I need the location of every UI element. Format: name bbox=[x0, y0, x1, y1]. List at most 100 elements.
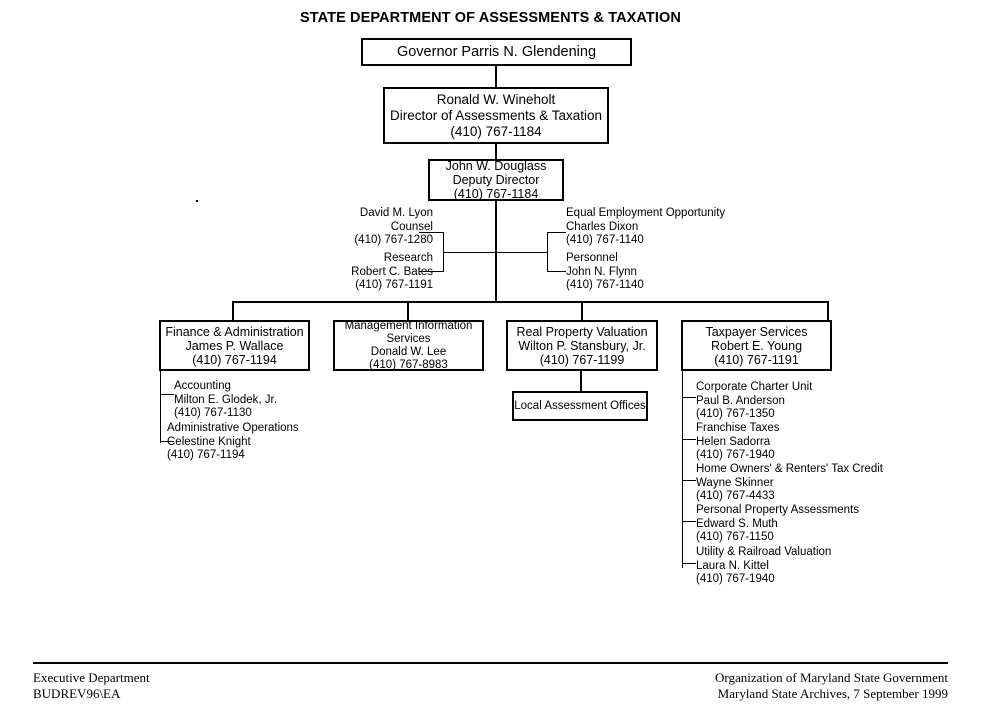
node-finance-line2: James P. Wallace bbox=[185, 338, 284, 353]
connector-right-bracket-to-spine bbox=[496, 252, 548, 253]
connector-left-research-stub bbox=[419, 271, 444, 272]
footer-right: Organization of Maryland State Governmen… bbox=[715, 670, 948, 702]
connector-bus-to-mis bbox=[407, 301, 409, 321]
connector-bus-to-realproperty bbox=[581, 301, 583, 321]
node-finance-administration[interactable]: Finance & Administration James P. Wallac… bbox=[159, 320, 310, 371]
node-director-line2: Director of Assessments & Taxation bbox=[389, 107, 603, 123]
staff-right-eeo[interactable]: Equal Employment Opportunity Charles Dix… bbox=[566, 207, 786, 248]
staff-right-eeo-phone: (410) 767-1140 bbox=[566, 234, 644, 246]
sub-unit-corporate-charter[interactable]: Corporate Charter Unit Paul B. Anderson … bbox=[696, 381, 812, 422]
staff-left-counsel[interactable]: David M. Lyon Counsel (410) 767-1280 bbox=[243, 207, 433, 248]
connector-taxpayer-corporate-stub bbox=[682, 397, 696, 398]
connector-governor-director bbox=[495, 66, 497, 87]
node-realproperty-line1: Real Property Valuation bbox=[516, 324, 648, 339]
sub-unit-adminops-person: Celestine Knight bbox=[167, 435, 251, 448]
connector-taxpayer-utility-stub bbox=[682, 563, 696, 564]
sub-unit-personalproperty-phone: (410) 767-1150 bbox=[696, 531, 774, 543]
sub-unit-corporate-person: Paul B. Anderson bbox=[696, 394, 785, 407]
connector-division-bus bbox=[232, 301, 828, 303]
staff-left-counsel-phone: (410) 767-1280 bbox=[354, 234, 433, 246]
sub-unit-franchise-taxes[interactable]: Franchise Taxes Helen Sadorra (410) 767-… bbox=[696, 422, 780, 463]
staff-right-eeo-title: Charles Dixon bbox=[566, 220, 639, 233]
node-taxpayer-line2: Robert E. Young bbox=[710, 338, 803, 353]
connector-taxpayer-homeowners-stub bbox=[682, 480, 696, 481]
connector-realproperty-local bbox=[580, 371, 582, 391]
footer-left-line2: BUDREV96\EA bbox=[33, 686, 121, 701]
connector-taxpayer-franchise-stub bbox=[682, 439, 696, 440]
connector-bus-to-finance bbox=[232, 301, 234, 321]
connector-finance-spine bbox=[160, 371, 161, 443]
staff-right-eeo-unit: Equal Employment Opportunity bbox=[566, 207, 726, 219]
node-taxpayer-line1: Taxpayer Services bbox=[705, 324, 808, 339]
connector-finance-accounting-stub bbox=[160, 394, 174, 395]
node-deputy-director[interactable]: John W. Douglass Deputy Director (410) 7… bbox=[428, 159, 564, 201]
staff-left-research-title: Robert C. Bates bbox=[351, 265, 433, 278]
connector-finance-adminops-stub bbox=[160, 441, 174, 442]
node-finance-line1: Finance & Administration bbox=[165, 324, 304, 339]
sub-unit-franchise-unit: Franchise Taxes bbox=[696, 422, 780, 434]
staff-right-personnel-unit: Personnel bbox=[566, 252, 618, 264]
footer-right-line1: Organization of Maryland State Governmen… bbox=[715, 670, 948, 685]
sub-unit-franchise-phone: (410) 767-1940 bbox=[696, 449, 775, 461]
connector-left-counsel-stub bbox=[419, 232, 444, 233]
footer-divider bbox=[33, 662, 948, 664]
sub-unit-franchise-person: Helen Sadorra bbox=[696, 435, 771, 448]
connector-taxpayer-personalproperty-stub bbox=[682, 521, 696, 522]
node-real-property-valuation[interactable]: Real Property Valuation Wilton P. Stansb… bbox=[506, 320, 658, 371]
staff-left-research[interactable]: Research Robert C. Bates (410) 767-1191 bbox=[243, 252, 433, 293]
connector-right-eeo-stub bbox=[547, 232, 566, 233]
connector-taxpayer-spine bbox=[682, 371, 683, 568]
staff-right-personnel-title: John N. Flynn bbox=[566, 265, 637, 278]
staff-right-personnel[interactable]: Personnel John N. Flynn (410) 767-1140 bbox=[566, 252, 786, 293]
connector-bus-to-taxpayer bbox=[827, 301, 829, 321]
sub-unit-homeowners-person: Wayne Skinner bbox=[696, 476, 774, 489]
sub-unit-home-owners-renters-tax-credit[interactable]: Home Owners' & Renters' Tax Credit Wayne… bbox=[696, 463, 883, 504]
node-local-assessment-offices[interactable]: Local Assessment Offices bbox=[512, 391, 648, 421]
node-taxpayer-line3: (410) 767-1191 bbox=[714, 352, 799, 367]
sub-unit-utility-person: Laura N. Kittel bbox=[696, 559, 769, 572]
connector-director-deputy bbox=[495, 144, 497, 160]
node-deputy-line1: John W. Douglass bbox=[445, 159, 547, 173]
sub-unit-utility-unit: Utility & Railroad Valuation bbox=[696, 546, 832, 558]
footer-left-line1: Executive Department bbox=[33, 670, 150, 685]
sub-unit-corporate-phone: (410) 767-1350 bbox=[696, 408, 775, 420]
node-director-line1: Ronald W. Wineholt bbox=[436, 91, 556, 107]
staff-left-research-unit: Research bbox=[383, 252, 433, 264]
sub-unit-personalproperty-person: Edward S. Muth bbox=[696, 517, 778, 530]
node-taxpayer-services[interactable]: Taxpayer Services Robert E. Young (410) … bbox=[681, 320, 832, 371]
node-mis-line2: Services bbox=[386, 332, 431, 345]
node-mis-line4: (410) 767-8983 bbox=[369, 358, 448, 371]
sub-unit-personal-property-assessments[interactable]: Personal Property Assessments Edward S. … bbox=[696, 504, 859, 545]
node-realproperty-line2: Wilton P. Stansbury, Jr. bbox=[518, 338, 646, 353]
node-director[interactable]: Ronald W. Wineholt Director of Assessmen… bbox=[383, 87, 609, 144]
node-mis-line3: Donald W. Lee bbox=[370, 345, 447, 358]
staff-right-personnel-phone: (410) 767-1140 bbox=[566, 279, 644, 291]
sub-unit-accounting-phone: (410) 767-1130 bbox=[174, 407, 252, 419]
sub-unit-adminops-phone: (410) 767-1194 bbox=[167, 449, 245, 461]
node-management-information-services[interactable]: Management Information Services Donald W… bbox=[333, 320, 484, 371]
sub-unit-administrative-operations[interactable]: Administrative Operations Celestine Knig… bbox=[167, 422, 299, 463]
sub-unit-corporate-unit: Corporate Charter Unit bbox=[696, 381, 813, 393]
node-governor[interactable]: Governor Parris N. Glendening bbox=[361, 38, 632, 66]
node-deputy-line3: (410) 767-1184 bbox=[453, 187, 539, 201]
staff-left-research-phone: (410) 767-1191 bbox=[355, 279, 433, 291]
sub-unit-homeowners-unit: Home Owners' & Renters' Tax Credit bbox=[696, 463, 883, 475]
footer-left: Executive Department BUDREV96\EA bbox=[33, 670, 150, 702]
sub-unit-accounting[interactable]: Accounting Milton E. Glodek, Jr. (410) 7… bbox=[174, 380, 277, 421]
node-localoffices-line1: Local Assessment Offices bbox=[514, 399, 646, 412]
page-title: STATE DEPARTMENT OF ASSESSMENTS & TAXATI… bbox=[300, 10, 681, 26]
node-mis-line1: Management Information bbox=[344, 319, 473, 332]
sub-unit-personalproperty-unit: Personal Property Assessments bbox=[696, 504, 859, 516]
sub-unit-accounting-person: Milton E. Glodek, Jr. bbox=[174, 393, 277, 406]
sub-unit-adminops-unit: Administrative Operations bbox=[167, 422, 299, 434]
sub-unit-homeowners-phone: (410) 767-4433 bbox=[696, 490, 775, 502]
staff-left-counsel-unit: David M. Lyon bbox=[359, 207, 433, 219]
stray-dot-artifact bbox=[196, 200, 198, 202]
connector-left-bracket-to-spine bbox=[443, 252, 496, 253]
footer-right-line2: Maryland State Archives, 7 September 199… bbox=[717, 686, 948, 701]
connector-deputy-spine bbox=[495, 201, 497, 302]
sub-unit-accounting-unit: Accounting bbox=[174, 380, 231, 392]
sub-unit-utility-railroad-valuation[interactable]: Utility & Railroad Valuation Laura N. Ki… bbox=[696, 546, 831, 587]
node-finance-line3: (410) 767-1194 bbox=[192, 352, 277, 367]
sub-unit-utility-phone: (410) 767-1940 bbox=[696, 573, 775, 585]
